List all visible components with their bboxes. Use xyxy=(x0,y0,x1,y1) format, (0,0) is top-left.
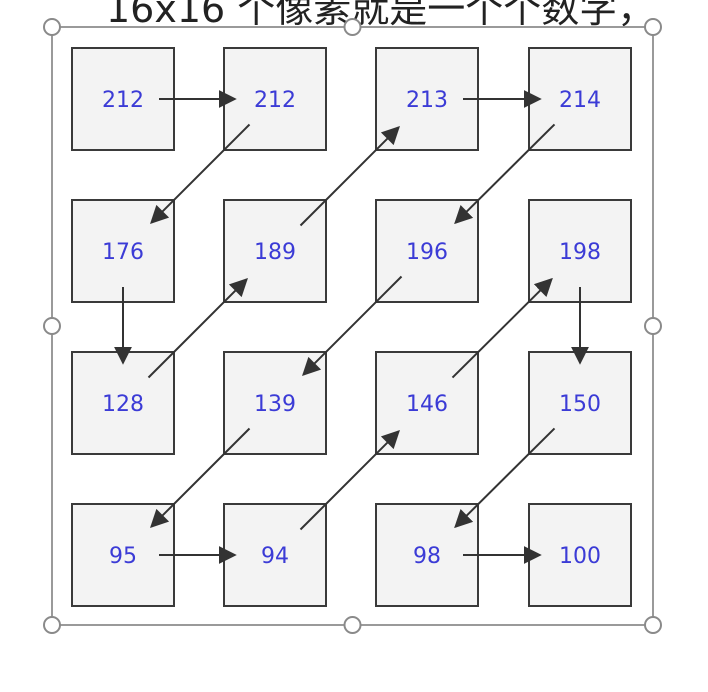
zigzag-arrow xyxy=(150,427,251,528)
zigzag-arrow xyxy=(150,123,251,224)
pixel-value: 139 xyxy=(254,392,296,417)
pixel-value: 198 xyxy=(559,240,601,265)
pixel-cell-box xyxy=(528,503,632,607)
resize-handle-top-left[interactable] xyxy=(43,18,61,36)
pixel-value: 196 xyxy=(406,240,448,265)
pixel-value: 146 xyxy=(406,392,448,417)
pixel-cell: 128 xyxy=(71,351,175,455)
pixel-value: 176 xyxy=(102,240,144,265)
pixel-value: 213 xyxy=(406,88,448,113)
pixel-value: 100 xyxy=(559,544,601,569)
resize-handle-top-right[interactable] xyxy=(644,18,662,36)
pixel-cell: 212 xyxy=(71,47,175,151)
pixel-cell-box xyxy=(71,47,175,151)
pixel-value: 98 xyxy=(413,544,441,569)
pixel-value: 212 xyxy=(102,88,144,113)
resize-handle-middle-left[interactable] xyxy=(43,317,61,335)
zigzag-arrow xyxy=(454,427,556,529)
zigzag-arrow xyxy=(299,430,400,531)
zigzag-arrow xyxy=(299,126,400,227)
zigzag-arrow xyxy=(454,123,556,225)
caption-text: 16x16 个像素就是一个个数字， xyxy=(106,0,656,31)
zigzag-arrow xyxy=(147,278,248,379)
pixel-cell-box xyxy=(71,351,175,455)
resize-handle-middle-right[interactable] xyxy=(644,317,662,335)
pixel-value: 94 xyxy=(261,544,289,569)
pixel-cell: 100 xyxy=(528,503,632,607)
pixel-value: 214 xyxy=(559,88,601,113)
pixel-value: 128 xyxy=(102,392,144,417)
zigzag-arrow xyxy=(451,277,553,379)
pixel-cell: 212 xyxy=(223,47,327,151)
resize-handle-top-center[interactable] xyxy=(343,18,362,36)
pixel-value: 150 xyxy=(559,392,601,417)
pixel-value: 95 xyxy=(109,544,137,569)
pixel-value: 212 xyxy=(254,88,296,113)
zigzag-arrow xyxy=(302,275,403,376)
resize-handle-bottom-center[interactable] xyxy=(343,616,362,634)
pixel-value: 189 xyxy=(254,240,296,265)
resize-handle-bottom-right[interactable] xyxy=(644,616,662,634)
resize-handle-bottom-left[interactable] xyxy=(43,616,61,634)
